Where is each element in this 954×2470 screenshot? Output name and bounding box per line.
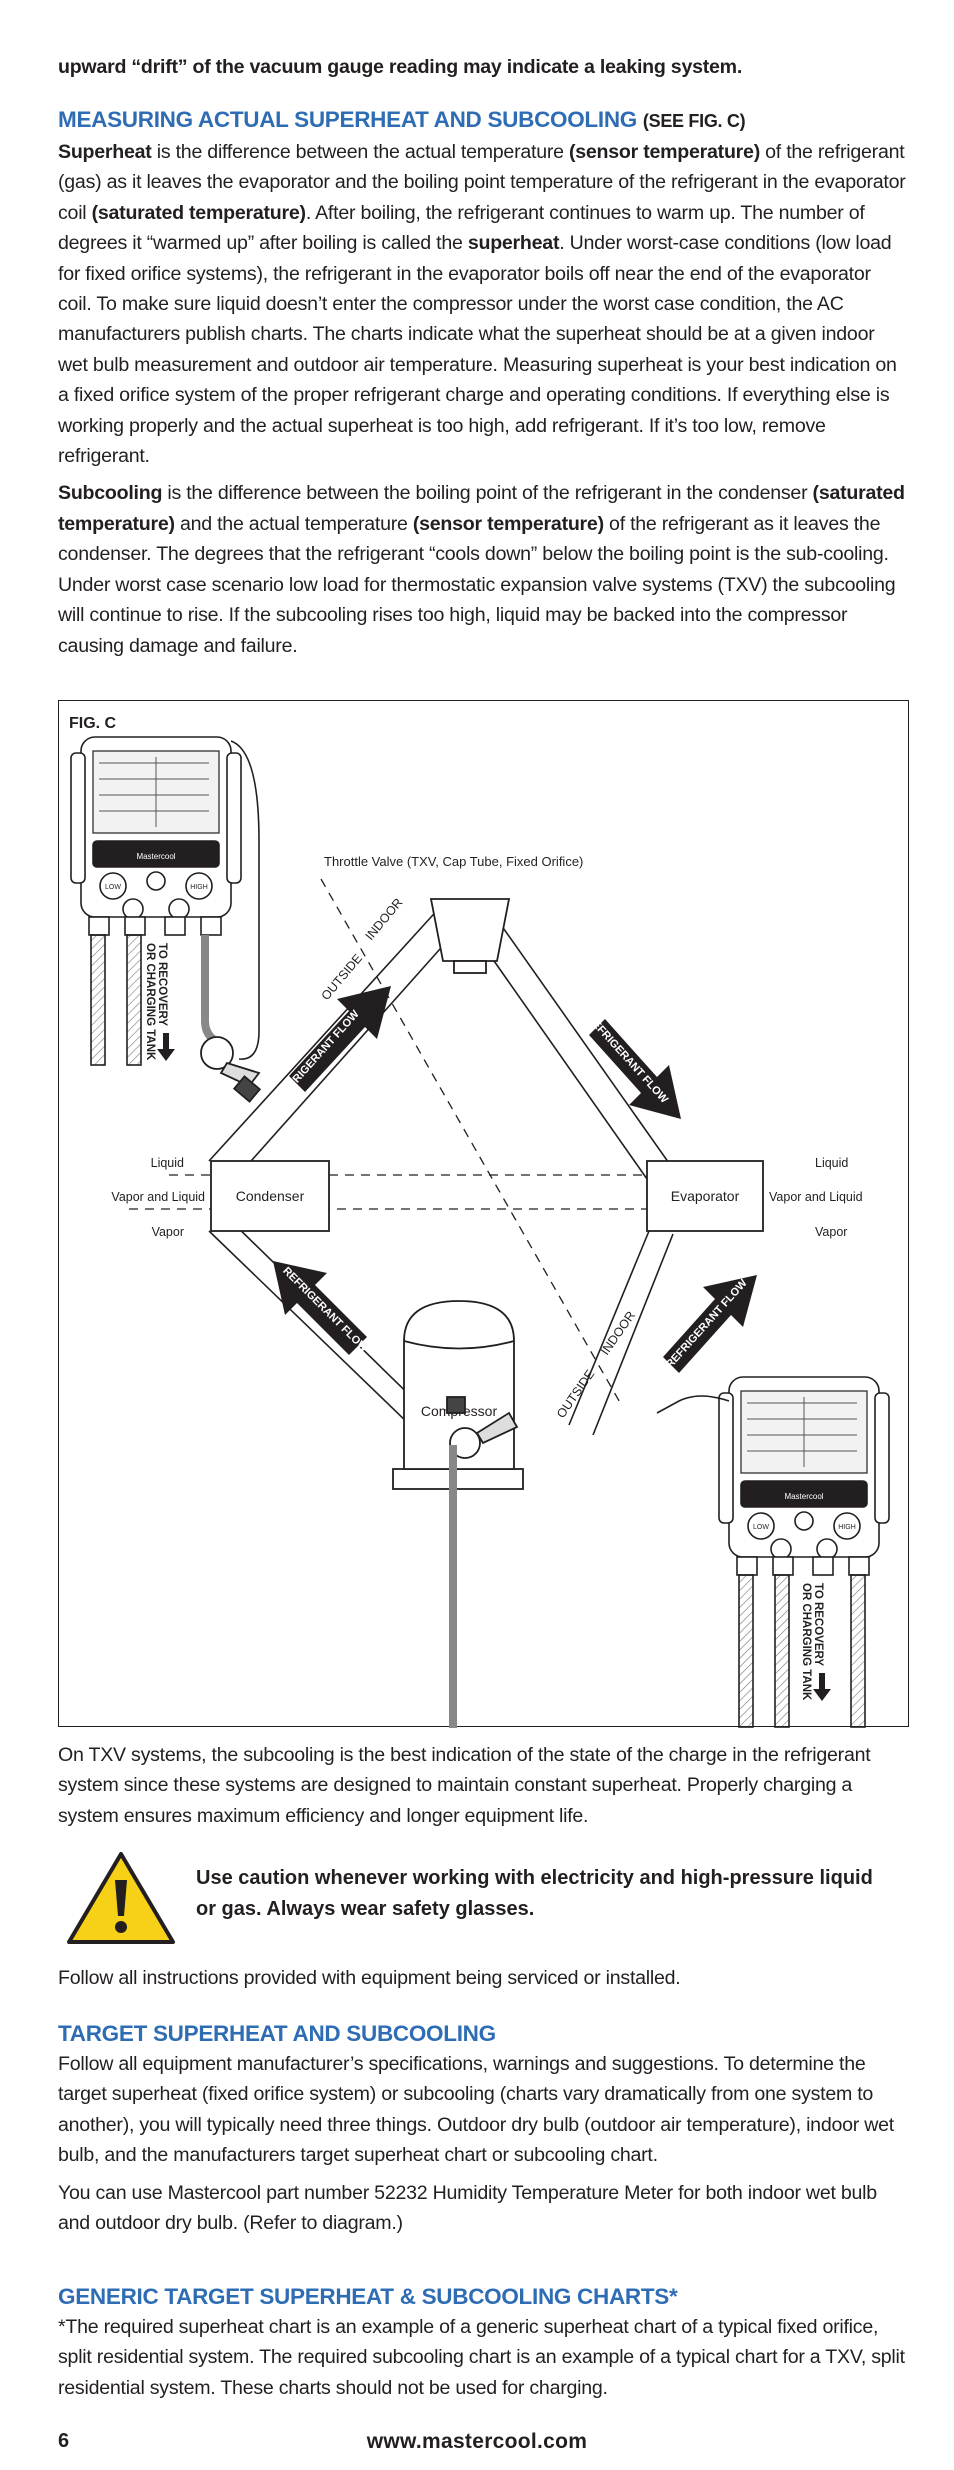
flow-arrow-upper-left: REFRIGERANT FLOW [276, 986, 391, 1102]
gauge-bottom-low: LOW [753, 1524, 769, 1531]
recovery-label-top-2: OR CHARGING TANK [144, 943, 156, 1061]
intro-block: upward “drift” of the vacuum gauge readi… [58, 52, 908, 82]
flow-arrow-lower-left: REFRIGERANT FLOW [273, 1261, 370, 1355]
flow-arrow-upper-right: REFRIGERANT FLOW [584, 1012, 681, 1119]
page-number: 6 [58, 2430, 70, 2452]
recovery-label-bottom-1: TO RECOVERY [812, 1583, 824, 1666]
subcooling-text-3: of the refrigerant as it leaves the cond… [58, 512, 896, 657]
evaporator-box [646, 1160, 764, 1232]
target-section: TARGET SUPERHEAT AND SUBCOOLING Follow a… [58, 2019, 908, 2238]
caution-text: Use caution whenever working with electr… [196, 1867, 873, 1920]
superheat-text-4: . Under worst-case conditions (low load … [58, 232, 897, 468]
generic-heading: GENERIC TARGET SUPERHEAT & SUBCOOLING CH… [58, 2284, 678, 2309]
see-fig-ref: (SEE FIG. C) [642, 111, 746, 131]
gauge-bottom-brand: Mastercool [784, 1492, 823, 1501]
flow-label-lower-left: REFRIGERANT FLOW [280, 1265, 370, 1355]
refrigeration-cycle-diagram: FIG. C [69, 715, 890, 1728]
gauge-top-brand: Mastercool [136, 852, 175, 861]
indoor-label-top: INDOOR [363, 896, 406, 943]
superheat-text-2: of the refrigerant (gas) as it leaves th… [58, 141, 906, 224]
follow-instructions: Follow all instructions provided with eq… [58, 1967, 681, 1989]
target-paragraph-1: Follow all equipment manufacturer’s spec… [58, 2053, 894, 2167]
condenser-label: Condenser [236, 1188, 305, 1204]
left-liquid-label: Liquid [151, 1156, 184, 1170]
target-heading: TARGET SUPERHEAT AND SUBCOOLING [58, 2021, 496, 2046]
gauge-bottom-high: HIGH [838, 1524, 856, 1531]
target-paragraph-2: You can use Mastercool part number 52232… [58, 2181, 877, 2235]
fig-label: FIG. C [69, 715, 117, 732]
throttle-valve-label: Throttle Valve (TXV, Cap Tube, Fixed Ori… [324, 854, 583, 869]
intro-drift-text: upward “drift” of the vacuum gauge readi… [58, 56, 743, 78]
subcooling-paragraph: Subcooling is the difference between the… [58, 478, 908, 660]
outside-label-bottom: OUTSIDE [554, 1367, 597, 1421]
indoor-label-bottom: INDOOR [598, 1309, 638, 1358]
superheat-paragraph: Superheat is the difference between the … [58, 137, 908, 471]
superheat-saturated-temp: (saturated temperature) [91, 201, 306, 224]
subcooling-text-2: and the actual temperature [174, 512, 413, 535]
generic-section: GENERIC TARGET SUPERHEAT & SUBCOOLING CH… [58, 2282, 908, 2403]
right-vapor-liquid-label: Vapor and Liquid [769, 1190, 863, 1204]
gauge-top-high: HIGH [190, 884, 208, 891]
left-vapor-label: Vapor [152, 1225, 184, 1239]
recovery-arrow-bottom [813, 1673, 831, 1701]
evaporator-label: Evaporator [671, 1188, 740, 1204]
superheat-text-3: . After boiling, the refrigerant continu… [58, 201, 865, 255]
subcooling-term: Subcooling [58, 482, 163, 505]
measuring-heading: MEASURING ACTUAL SUPERHEAT AND SUBCOOLIN… [58, 105, 908, 136]
clamp-sensor-bottom [446, 1396, 519, 1728]
subcooling-sensor-temp: (sensor temperature) [412, 512, 604, 535]
superheat-sensor-temp: (sensor temperature) [568, 141, 760, 163]
txv-note: On TXV systems, the subcooling is the be… [58, 1744, 871, 1827]
figure-c: FIG. C [58, 700, 909, 1728]
measuring-heading-text: MEASURING ACTUAL SUPERHEAT AND SUBCOOLIN… [58, 107, 637, 132]
flow-label-upper-left: REFRIGERANT FLOW [276, 1008, 362, 1102]
throttle-valve [429, 898, 511, 974]
footer-url[interactable]: www.mastercool.com [366, 2430, 588, 2453]
recovery-label-top-1: TO RECOVERY [156, 943, 168, 1026]
left-vapor-liquid-label: Vapor and Liquid [111, 1190, 205, 1204]
right-liquid-label: Liquid [815, 1156, 848, 1170]
manifold-gauge-bottom: Mastercool LOW HIGH [656, 1376, 890, 1728]
warning-icon [67, 1852, 175, 1944]
superheat-term: Superheat [58, 141, 152, 163]
follow-block: Follow all instructions provided with eq… [58, 1963, 908, 1993]
subcooling-text-1: is the difference between the boiling po… [162, 482, 813, 505]
superheat-term-2: superheat [467, 232, 560, 255]
superheat-text-1: is the difference between the actual tem… [151, 141, 569, 163]
flow-label-upper-right: REFRIGERANT FLOW [584, 1012, 670, 1106]
right-vapor-label: Vapor [815, 1225, 847, 1239]
measuring-section: MEASURING ACTUAL SUPERHEAT AND SUBCOOLIN… [58, 105, 908, 661]
subcooling-saturated-temp: (saturated temperature) [58, 482, 905, 535]
generic-paragraph: *The required superheat chart is an exam… [58, 2316, 905, 2399]
compressor [392, 1300, 524, 1490]
clamp-sensor-top [200, 1036, 262, 1103]
condenser-box [210, 1160, 330, 1232]
flow-arrow-lower-right: REFRIGERANT FLOW [663, 1275, 757, 1373]
gauge-top-low: LOW [105, 884, 121, 891]
recovery-arrow-top [157, 1033, 175, 1061]
txv-note-block: On TXV systems, the subcooling is the be… [58, 1740, 908, 1831]
manifold-gauge-top: Mastercool LOW HIGH [70, 736, 260, 1066]
recovery-label-bottom-2: OR CHARGING TANK [800, 1583, 812, 1701]
